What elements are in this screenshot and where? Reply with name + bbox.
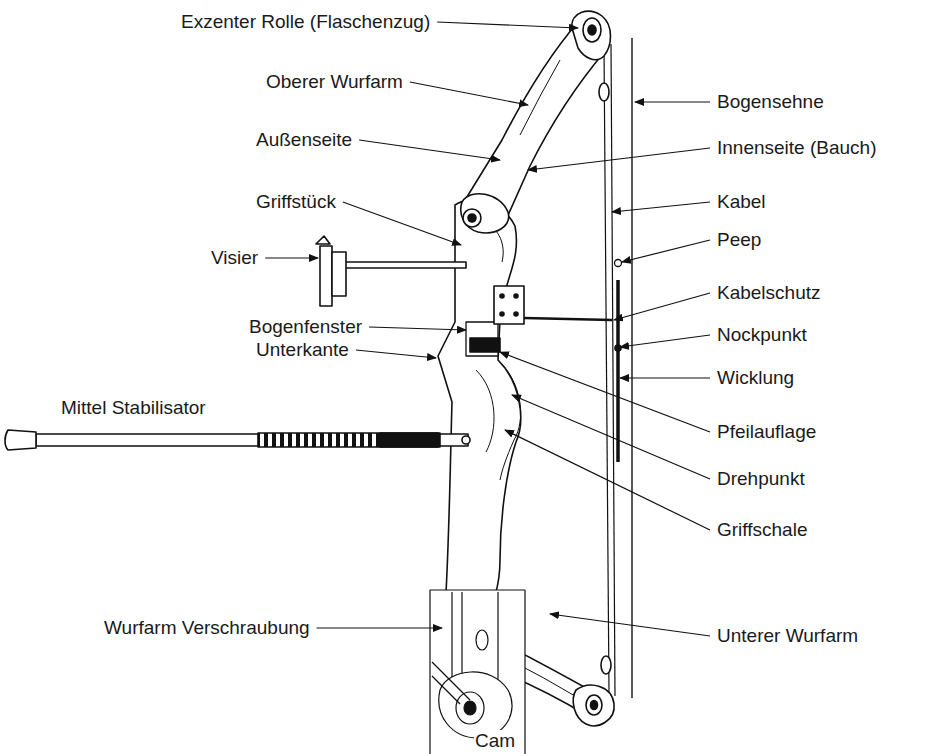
part-label: Nockpunkt	[716, 324, 808, 346]
leader-arrow	[512, 395, 710, 479]
leader-arrow	[620, 335, 710, 347]
leader-arrow	[614, 293, 710, 320]
leader-arrow	[359, 140, 500, 160]
part-label: Visier	[210, 247, 259, 269]
leader-arrow	[612, 202, 710, 212]
leader-arrow	[343, 202, 461, 245]
part-label: Außenseite	[255, 129, 353, 151]
part-label: Oberer Wurfarm	[265, 71, 404, 93]
part-label: Griffstück	[255, 191, 337, 213]
part-label: Exzenter Rolle (Flaschenzug)	[180, 11, 431, 33]
leader-arrow	[505, 430, 710, 530]
part-label: Griffschale	[716, 519, 808, 541]
part-label: Bogenfenster	[248, 316, 363, 338]
part-label: Wicklung	[716, 367, 795, 389]
leader-arrow	[500, 352, 710, 432]
leader-arrow	[635, 101, 710, 102]
part-label: Wurfarm Verschraubung	[103, 617, 311, 639]
leader-arrow	[356, 350, 436, 358]
leader-arrow	[437, 22, 578, 28]
part-label: Drehpunkt	[716, 468, 806, 490]
part-label: Kabel	[716, 191, 767, 213]
leader-arrow	[620, 377, 710, 378]
leader-arrow	[265, 257, 318, 258]
part-label: Bogensehne	[716, 91, 825, 113]
part-label: Cam	[474, 730, 516, 752]
part-label: Innenseite (Bauch)	[716, 137, 878, 159]
leader-arrow	[622, 240, 710, 262]
part-label: Pfeilauflage	[716, 421, 817, 443]
leader-arrow	[410, 82, 528, 105]
part-label: Peep	[716, 229, 762, 251]
part-label: Kabelschutz	[716, 282, 822, 304]
leader-arrow	[369, 327, 466, 330]
leader-arrow	[550, 614, 710, 636]
leader-arrow	[528, 148, 710, 170]
leader-arrow	[317, 627, 442, 628]
part-label: Mittel Stabilisator	[60, 397, 207, 419]
part-label: Unterkante	[255, 339, 350, 361]
part-label: Unterer Wurfarm	[716, 625, 859, 647]
